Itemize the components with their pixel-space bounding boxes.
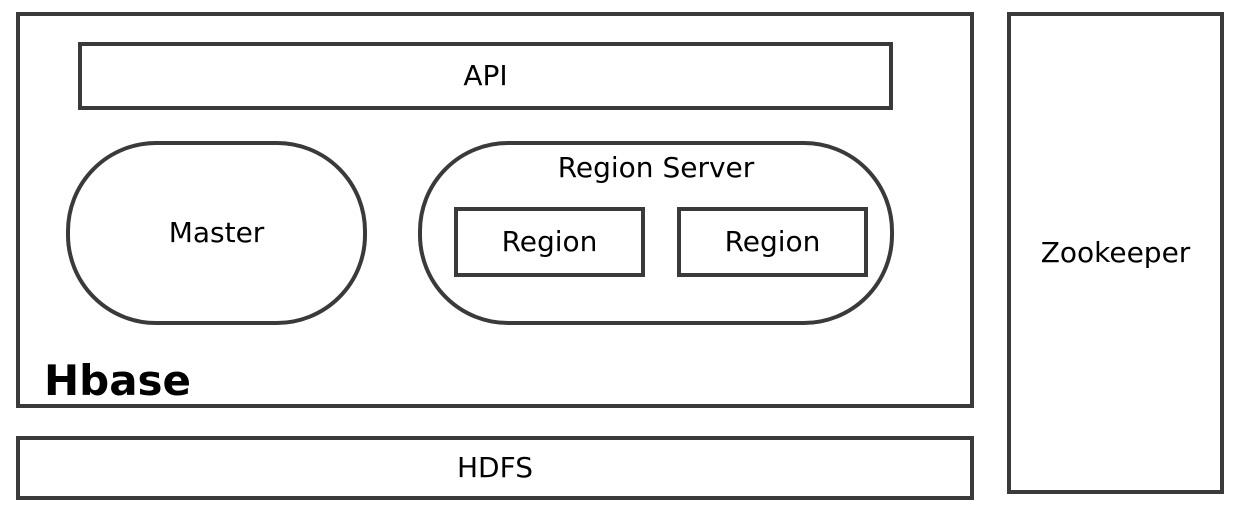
region-box: Region	[677, 207, 868, 277]
api-box: API	[78, 42, 893, 110]
hdfs-box: HDFS	[16, 436, 974, 500]
master-node: Master	[66, 141, 367, 325]
region-server-label: Region Server	[557, 151, 755, 184]
region-label: Region	[501, 225, 598, 258]
hdfs-label: HDFS	[456, 451, 533, 484]
hbase-label: Hbase	[44, 356, 192, 405]
api-label: API	[463, 59, 508, 92]
region-label: Region	[724, 225, 821, 258]
region-box: Region	[454, 207, 645, 277]
zookeeper-box: Zookeeper	[1007, 12, 1224, 494]
zookeeper-label: Zookeeper	[1040, 236, 1191, 269]
master-label: Master	[168, 216, 265, 249]
